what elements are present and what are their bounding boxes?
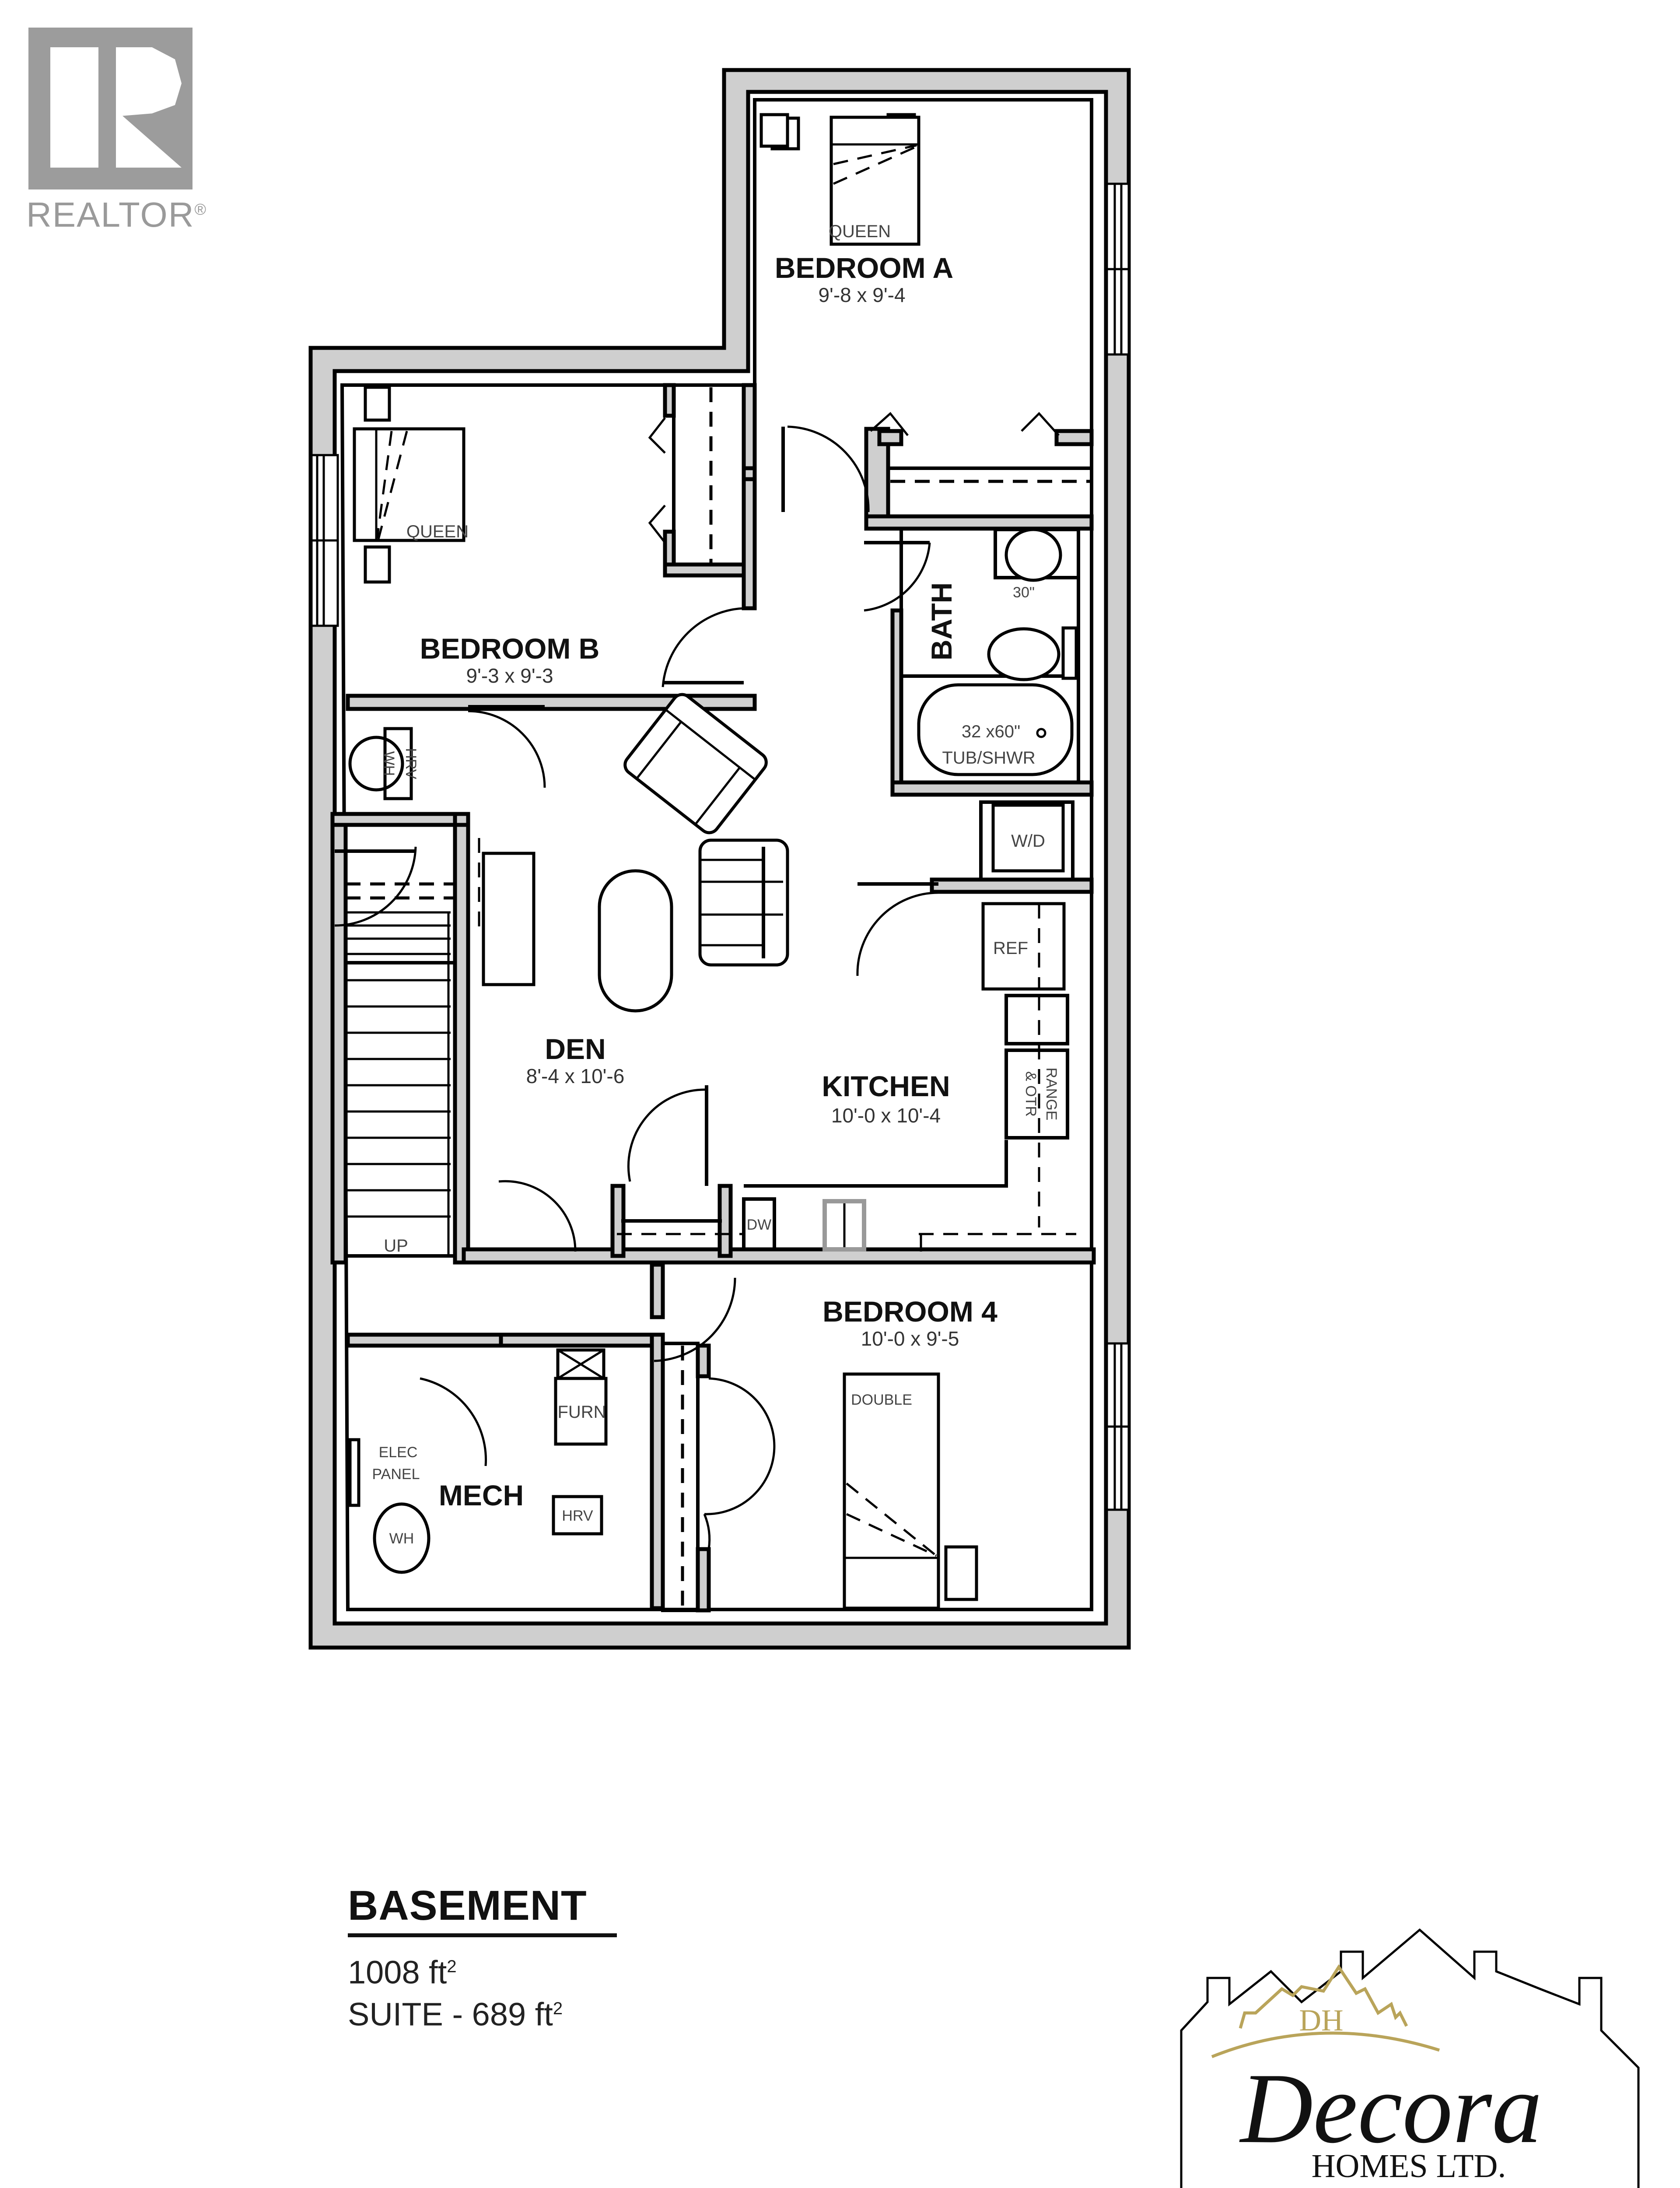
room-bath: 30" BATH 32 x60" TUB/SHWR <box>917 528 1080 776</box>
armchair <box>623 693 768 835</box>
washer-dryer <box>991 803 1065 873</box>
sofa <box>698 838 789 967</box>
hrv <box>552 1495 603 1536</box>
tub <box>917 683 1074 776</box>
room-name: KITCHEN <box>822 1070 950 1102</box>
bed-size-label: QUEEN <box>406 522 469 541</box>
water-heater <box>373 1502 430 1574</box>
svg-text:WH: WH <box>381 751 397 776</box>
bed-size-label: QUEEN <box>829 222 891 241</box>
tub-label: TUB/SHWR <box>942 748 1035 768</box>
queen-bed <box>353 427 466 542</box>
hrv-unit <box>383 727 413 800</box>
builder-name: Decora <box>1239 2052 1542 2164</box>
door-swings <box>334 425 939 1550</box>
vanity-label: 30" <box>1013 584 1035 601</box>
room-kitchen: REF RANGE & OTR DW KITCHEN 10'-0 x 10'-4 <box>617 902 1076 1252</box>
monogram: DH <box>1299 2004 1343 2037</box>
svg-text:PANEL: PANEL <box>372 1466 420 1483</box>
electrical-panel <box>348 1438 360 1507</box>
queen-bed <box>830 116 920 246</box>
room-name: DEN <box>545 1033 606 1065</box>
room-name: BEDROOM B <box>420 632 600 665</box>
furnace <box>554 1377 608 1446</box>
bed-size-label: DOUBLE <box>851 1392 912 1408</box>
svg-text:HRV: HRV <box>562 1508 593 1524</box>
room-bedroom-a: QUEEN BEDROOM A 9'-8 x 9'-4 <box>760 113 1060 436</box>
realtor-r-icon <box>28 28 192 189</box>
nightstand-left <box>760 113 789 148</box>
room-dimensions: 9'-8 x 9'-4 <box>818 284 905 306</box>
water-heater <box>348 736 404 792</box>
nightstand-bottom <box>364 545 391 584</box>
room-mech: ELEC PANEL FURN HRV WH MECH <box>348 1348 608 1574</box>
builder-subtitle: HOMES LTD. <box>1312 2148 1506 2184</box>
room-name: BEDROOM 4 <box>822 1295 998 1328</box>
range-label: RANGE <box>1043 1068 1060 1121</box>
room-dimensions: 9'-3 x 9'-3 <box>466 664 553 687</box>
tub-size-label: 32 x60" <box>962 722 1020 741</box>
nightstand <box>944 1545 978 1601</box>
svg-text:WH: WH <box>389 1530 414 1547</box>
laundry-closet: W/D <box>991 803 1065 873</box>
svg-text:HRV: HRV <box>402 748 419 779</box>
suite-area: SUITE - 689 ft2 <box>348 1996 563 2033</box>
room-bedroom-b: QUEEN BEDROOM B 9'-3 x 9'-3 <box>353 386 666 687</box>
svg-text:W/D: W/D <box>1011 831 1045 851</box>
coffee-table <box>598 869 673 1013</box>
realtor-wordmark: REALTOR® <box>26 195 207 234</box>
level-title: BASEMENT <box>348 1882 617 1937</box>
tv-console <box>482 852 536 986</box>
svg-text:ELEC: ELEC <box>379 1444 418 1461</box>
room-dimensions: 10'-0 x 9'-5 <box>861 1327 959 1350</box>
total-area: 1008 ft2 <box>348 1954 457 1991</box>
room-den: DEN 8'-4 x 10'-6 <box>478 693 789 1087</box>
toilet <box>987 627 1060 681</box>
sink <box>1004 528 1062 582</box>
stairs: UP <box>344 882 457 1258</box>
room-bedroom-4: BEDROOM 4 10'-0 x 9'-5 DOUBLE <box>822 1295 998 1610</box>
refrigerator <box>981 902 1066 991</box>
builder-logo: DH Decora HOMES LTD. PROPOSED BASEMENT P… <box>1180 1928 1640 2188</box>
toilet-tank <box>1061 626 1078 680</box>
room-dimensions: 8'-4 x 10'-6 <box>526 1065 625 1087</box>
nightstand-top <box>364 386 391 422</box>
room-name: BATH <box>925 582 958 660</box>
double-bed <box>843 1372 940 1610</box>
room-dimensions: 10'-0 x 10'-4 <box>831 1104 941 1127</box>
area-summary: BASEMENT 1008 ft2 SUITE - 689 ft2 <box>348 1882 617 2032</box>
room-name: MECH <box>439 1479 524 1511</box>
range-otr-label: & OTR <box>1022 1071 1039 1117</box>
utility-closet: WH HRV <box>348 727 419 800</box>
dishwasher-label: DW <box>747 1217 772 1233</box>
room-name: BEDROOM A <box>775 252 953 284</box>
windows <box>310 182 1130 1511</box>
stairs-up-label: UP <box>384 1236 408 1255</box>
svg-text:FURN: FURN <box>557 1403 606 1422</box>
svg-text:REF: REF <box>993 939 1028 958</box>
